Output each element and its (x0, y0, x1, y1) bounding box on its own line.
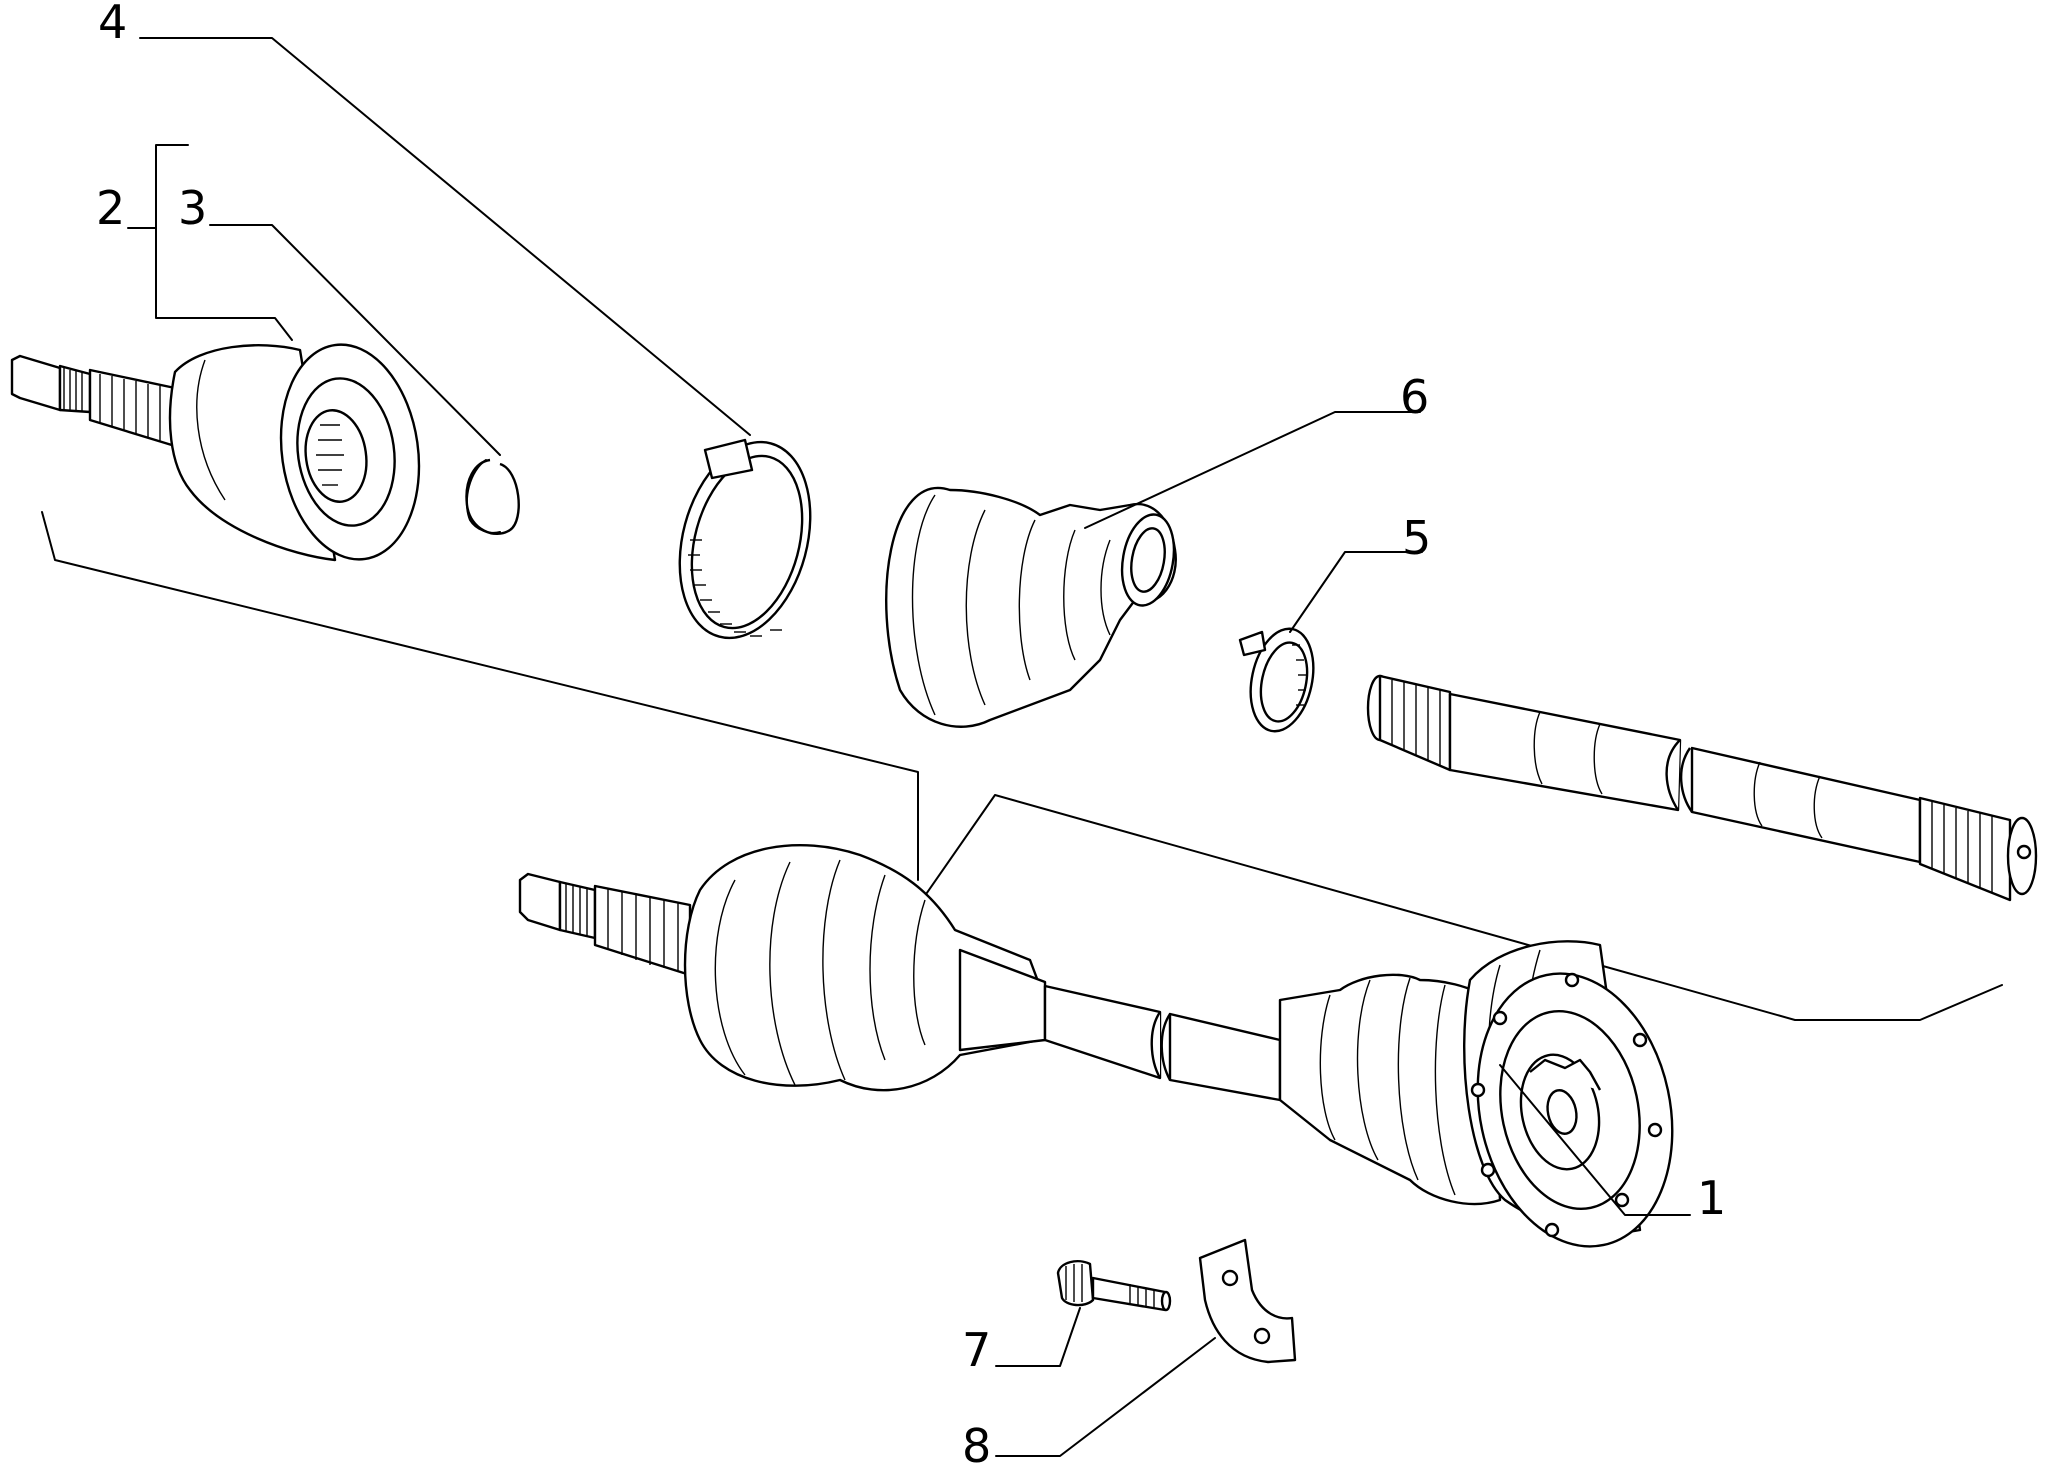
callout-1: 1 (1697, 1171, 1726, 1225)
leader-line-3 (209, 224, 501, 456)
callout-2: 2 (96, 181, 125, 235)
leader-line-1 (1499, 1064, 1691, 1216)
callout-6: 6 (1400, 370, 1429, 424)
leader-line-6 (1084, 411, 1421, 529)
part-small-boot-clamp (1238, 627, 1315, 733)
leader-line-2 (155, 144, 293, 341)
callout-8: 8 (962, 1419, 991, 1464)
part-locking-plate (1198, 1238, 1297, 1364)
part-cv-boot (885, 486, 1177, 728)
leader-line-8 (995, 1337, 1216, 1457)
part-outer-cv-joint (10, 343, 421, 562)
callout-3: 3 (178, 181, 207, 235)
part-half-shaft-assembly (518, 844, 1674, 1248)
callout-5: 5 (1402, 511, 1431, 565)
callout-4: 4 (98, 0, 127, 49)
leader-line-7 (995, 1307, 1081, 1367)
leader-line-5 (1289, 551, 1423, 633)
callout-7: 7 (962, 1323, 991, 1377)
part-drive-shaft (1366, 674, 2038, 902)
part-large-boot-clamp (678, 438, 812, 640)
part-circlip (465, 458, 520, 535)
part-bolt (1056, 1260, 1172, 1312)
leader-line-4 (139, 37, 751, 436)
assembly-bracket (41, 511, 2003, 1021)
